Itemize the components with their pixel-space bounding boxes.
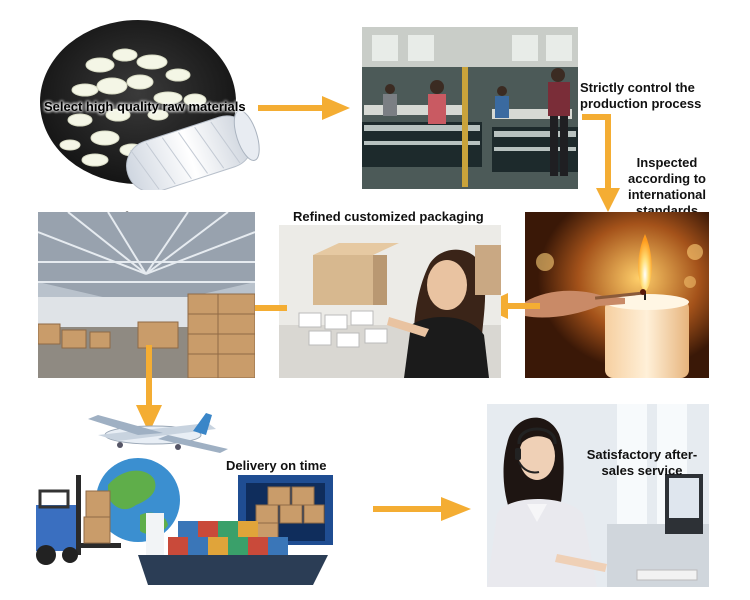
inspection-candle-photo bbox=[525, 212, 709, 378]
arrow-down-icon bbox=[582, 114, 620, 212]
delivery-logistics-photo bbox=[28, 405, 350, 590]
raw-materials-photo bbox=[40, 20, 260, 190]
step-after-sales-label: Satisfactory after-sales service bbox=[586, 447, 698, 478]
arrow-down-icon bbox=[136, 345, 162, 433]
production-process-photo bbox=[362, 27, 578, 189]
step-packaging-label: Refined customized packaging bbox=[293, 209, 484, 224]
packaging-photo bbox=[279, 225, 501, 378]
after-sales-service-photo bbox=[487, 404, 709, 587]
step-delivery-label: Delivery on time bbox=[226, 458, 327, 473]
arrow-right-icon bbox=[258, 96, 350, 120]
step-raw-materials-label: Select high quality raw materials bbox=[44, 99, 246, 114]
step-production-label: Strictly control the production process bbox=[580, 80, 702, 111]
step-inspection-label: Inspected according to international sta… bbox=[627, 155, 706, 218]
arrow-right-icon bbox=[373, 497, 471, 521]
